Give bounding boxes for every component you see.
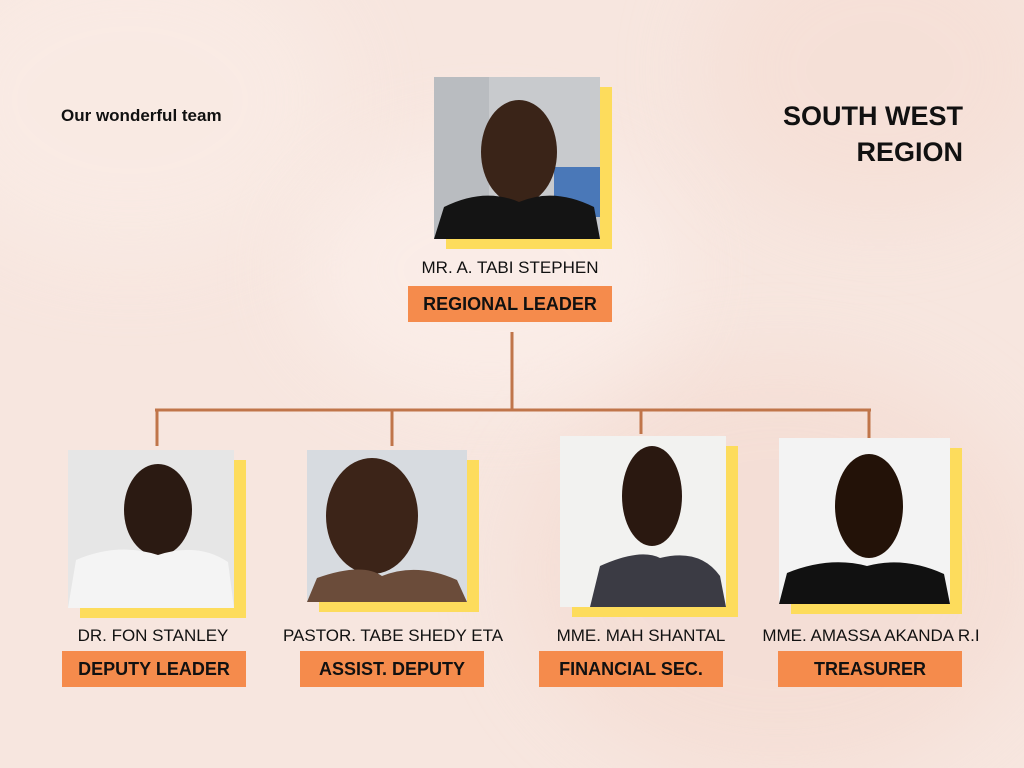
member-2-name: PASTOR. TABE SHEDY ETA [282, 626, 504, 645]
member-3-name: MME. MAH SHANTAL [556, 626, 726, 645]
member-1-name: DR. FON STANLEY [77, 626, 229, 645]
region-line-1: SOUTH WEST [783, 101, 963, 131]
region-line-2: REGION [856, 137, 963, 167]
member-1-photo-accent [80, 460, 246, 618]
member-1-photo-card [68, 450, 246, 618]
member-2-photo-accent [319, 460, 479, 612]
leader-photo-accent [446, 87, 612, 249]
member-1-photo [68, 450, 234, 608]
leader-role: REGIONAL LEADER [408, 286, 612, 322]
region-title: SOUTH WEST REGION [783, 98, 963, 170]
member-3-role: FINANCIAL SEC. [539, 651, 723, 687]
member-2-photo [307, 450, 467, 602]
member-4-photo [779, 438, 950, 604]
leader-name: MR. A. TABI STEPHEN [421, 258, 599, 277]
intro-text: Our wonderful team [61, 106, 222, 125]
member-2-photo-card [307, 450, 479, 612]
member-4-role: TREASURER [778, 651, 962, 687]
member-2-role: ASSIST. DEPUTY [300, 651, 484, 687]
member-3-photo [560, 436, 726, 607]
member-4-name: MME. AMASSA AKANDA R.I [762, 626, 980, 645]
leader-photo [434, 77, 600, 239]
member-3-photo-accent [572, 446, 738, 617]
leader-photo-card [434, 77, 612, 249]
member-3-photo-card [560, 436, 738, 617]
member-4-photo-accent [791, 448, 962, 614]
member-4-photo-card [779, 438, 962, 614]
member-1-role: DEPUTY LEADER [62, 651, 246, 687]
